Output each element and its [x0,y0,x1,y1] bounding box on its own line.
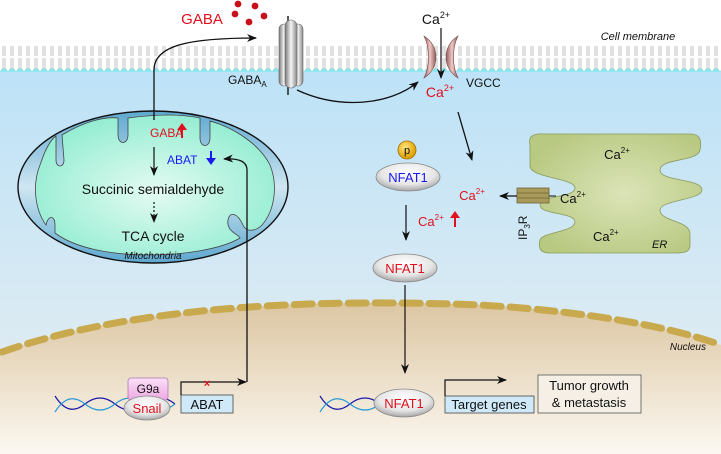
nucleus [0,302,721,454]
gaba-a-receptor-icon [278,16,304,95]
er-ca-top: Ca2+ [604,146,630,162]
er-ca-bottom: Ca2+ [593,228,619,244]
tca-cycle-label: TCA cycle [121,228,184,244]
mito-abat-label: ABAT [167,153,198,167]
abat-transcription-arrow [180,378,247,395]
arrow-gabaa-to-ca [296,81,419,104]
nuclear-envelope [0,299,721,356]
dna-helix-right-icon [319,395,381,413]
outcome-box [537,374,642,414]
nfat1-phosphorylated-label: NFAT1 [388,170,428,185]
er-ca-mid: Ca2+ [560,190,586,206]
gaba-molecules [231,0,268,26]
outcome-line2: & metastasis [552,395,627,410]
abat-down-arrow-icon [206,151,216,165]
abat-gene [180,394,234,414]
vgcc-channel-icon [423,28,459,79]
target-genes [444,395,535,414]
succinic-semialdehyde-label: Succinic semialdehyde [82,181,225,197]
gaba-a-label: GABAA [228,73,267,89]
nfat1-nuclear-label: NFAT1 [384,396,424,411]
target-genes-label: Target genes [451,397,527,412]
cell-membrane-label: Cell membrane [601,31,676,43]
ca-influx-label: Ca2+ [426,83,454,100]
nfat1-nuclear [373,388,435,418]
ca-release-label: Ca2+ [459,187,485,203]
target-transcription-arrow [444,376,507,396]
gaba-up-arrow-icon [177,123,187,138]
nfat1-active-label: NFAT1 [385,261,425,276]
abat-gene-label: ABAT [191,397,224,412]
ca-up-arrow-icon [450,211,460,227]
arrow-gaba-export [153,34,257,120]
phosphate-icon [397,140,417,160]
nucleus-label: Nucleus [670,342,706,353]
cell-membrane [0,46,721,72]
nfat1-active [372,253,438,283]
snail-protein [123,395,171,421]
er-label: ER [652,239,667,251]
endoplasmic-reticulum [529,133,703,254]
mito-gaba-label: GABA [150,126,183,140]
arrow-ca-to-cytosol [457,111,474,161]
inhibition-mark: × [204,378,210,390]
arrow-abat-expression [223,154,248,382]
ip3r-label: IP3R [516,215,532,240]
outcome-line1: Tumor growth [549,378,629,393]
mitochondria-label: Mitochondria [124,251,182,262]
ca-extracellular-label: Ca2+ [422,10,450,27]
vgcc-label: VGCC [466,76,501,90]
nfat1-phosphorylated [375,162,441,192]
gaba-extracellular-label: GABA [181,11,223,28]
ca-up-label: Ca2+ [418,213,444,229]
mitochondria [17,110,289,264]
ip3r-channel-icon [516,187,556,204]
snail-label: Snail [133,401,162,416]
g9a-label: G9a [137,382,160,396]
phosphate-label: p [404,145,410,157]
